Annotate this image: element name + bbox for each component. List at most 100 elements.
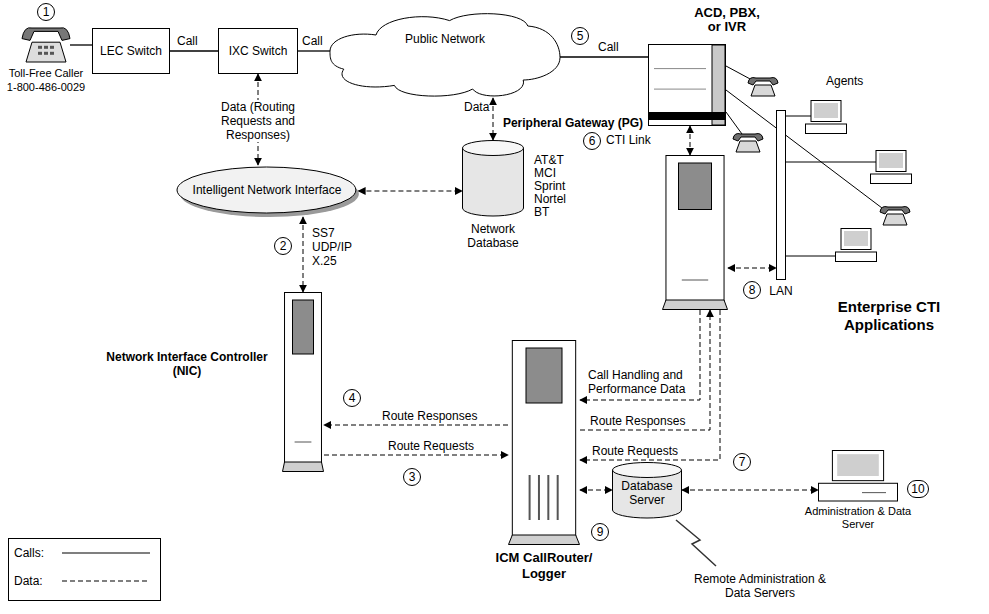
shape-text: Intelligent Network Interface bbox=[193, 183, 342, 197]
legend-line bbox=[62, 552, 150, 553]
call-connector bbox=[70, 44, 92, 45]
shape-heading: LAN bbox=[769, 284, 792, 298]
acd-cabinet: ACD, PBX, or IVR bbox=[648, 44, 726, 126]
shape-text: Public Network bbox=[405, 32, 485, 46]
agent-phone bbox=[880, 207, 910, 225]
shape-text: LEC Switch bbox=[100, 44, 162, 58]
phone-outline bbox=[26, 42, 66, 62]
cabinet-outline bbox=[649, 45, 726, 126]
ellipse-outline bbox=[177, 167, 356, 213]
agent-computer bbox=[836, 229, 877, 262]
computer-outline bbox=[819, 483, 898, 501]
data-connector bbox=[493, 98, 494, 140]
shape-heading: Network Database bbox=[452, 222, 534, 250]
rect-outline bbox=[219, 29, 298, 74]
data-connector bbox=[580, 310, 710, 430]
cloud-outline bbox=[330, 14, 560, 96]
shape-heading: 1-800-486-0029 bbox=[7, 80, 85, 94]
caller-phone: Toll-Free Caller1-800-486-0029 bbox=[22, 26, 70, 62]
network-cloud: Public Network bbox=[330, 8, 560, 98]
callout-number: 9 bbox=[591, 523, 609, 541]
server-outline bbox=[529, 475, 531, 520]
agent-phone bbox=[748, 78, 778, 96]
callout-number: 2 bbox=[274, 237, 292, 255]
edge-label: Route Responses bbox=[382, 409, 477, 423]
callout-number: 8 bbox=[743, 281, 761, 299]
phone-outline bbox=[38, 52, 42, 55]
server-shape bbox=[662, 155, 728, 310]
callout-number: 4 bbox=[343, 389, 361, 407]
edge-label: Route Requests bbox=[592, 444, 678, 458]
edge-label: Call bbox=[177, 34, 198, 48]
cabinet-outline bbox=[654, 89, 706, 90]
server-shape bbox=[282, 292, 324, 472]
bar-outline bbox=[777, 111, 786, 280]
server-shape bbox=[508, 340, 580, 545]
cylinder-outline bbox=[463, 141, 524, 217]
server-outline bbox=[663, 156, 728, 310]
server-outline bbox=[663, 300, 728, 310]
callout-number: 1 bbox=[37, 3, 55, 21]
call-connector bbox=[298, 50, 330, 51]
lan-wire bbox=[786, 256, 835, 257]
server-outline bbox=[285, 293, 322, 463]
cabinet-outline bbox=[654, 68, 706, 69]
switch-box: IXC Switch bbox=[218, 28, 298, 74]
agent-phone bbox=[733, 134, 763, 152]
computer-outline bbox=[862, 492, 886, 493]
agent-computer bbox=[871, 151, 912, 184]
phone-outline bbox=[50, 52, 54, 55]
shape-heading: Network Interface Controller (NIC) bbox=[97, 350, 277, 378]
server-outline bbox=[557, 475, 559, 520]
edge-label: SS7 UDP/IP X.25 bbox=[312, 226, 358, 268]
shape-heading: Toll-Free Caller bbox=[9, 66, 84, 80]
shape-heading: Peripheral Gateway (PG) bbox=[493, 116, 643, 130]
edge-label: Route Requests bbox=[388, 439, 474, 453]
callout-number: 3 bbox=[403, 468, 421, 486]
shape-text: Database Server bbox=[618, 479, 676, 507]
legend-line bbox=[62, 580, 150, 581]
phone-outline bbox=[22, 28, 70, 62]
shape-text: IXC Switch bbox=[229, 44, 288, 58]
server-tower: ICM CallRouter/ Logger bbox=[508, 340, 580, 545]
bar-outline bbox=[777, 111, 786, 280]
database-cylinder: Database Server bbox=[612, 462, 682, 518]
data-connector bbox=[580, 490, 612, 491]
bar-shape bbox=[776, 110, 786, 280]
cylinder-outline bbox=[463, 148, 524, 216]
computer-outline bbox=[832, 451, 883, 481]
legend-label: Data: bbox=[14, 574, 43, 588]
server-tower: Network Interface Controller (NIC) bbox=[282, 292, 324, 472]
legend-sample bbox=[62, 546, 150, 560]
computer-outline bbox=[819, 451, 898, 502]
note-label: Enterprise CTI Applications bbox=[818, 298, 960, 334]
remote-link-bolt bbox=[676, 520, 716, 566]
edge-label: Call bbox=[598, 40, 619, 54]
server-outline bbox=[666, 156, 724, 301]
server-outline bbox=[509, 535, 580, 545]
data-connector bbox=[682, 490, 818, 491]
phone-outline bbox=[44, 52, 48, 55]
phone-shape bbox=[22, 26, 70, 62]
agent-computer bbox=[806, 101, 847, 134]
server-outline bbox=[679, 163, 712, 210]
computer-outline bbox=[837, 454, 879, 476]
legend-box bbox=[9, 539, 161, 601]
edge-label: Call Handling and Performance Data bbox=[588, 368, 694, 396]
lan-wire bbox=[786, 116, 811, 117]
server-outline bbox=[283, 462, 324, 472]
callout-number: 10 bbox=[907, 480, 929, 498]
phone-outline bbox=[22, 28, 70, 41]
shape-heading: ACD, PBX, or IVR bbox=[688, 6, 766, 34]
call-connector bbox=[560, 56, 648, 57]
rect-outline bbox=[93, 29, 170, 74]
server-tower: Peripheral Gateway (PG) bbox=[662, 155, 728, 310]
legend-label: Calls: bbox=[14, 546, 44, 560]
shape-heading: Administration & Data Server bbox=[793, 505, 923, 531]
network-interface-ellipse: Intelligent Network Interface bbox=[176, 165, 359, 217]
note-label: Agents bbox=[826, 74, 863, 88]
agent-wires bbox=[726, 66, 882, 256]
phone-outline bbox=[38, 46, 42, 49]
phone-outline bbox=[44, 46, 48, 49]
